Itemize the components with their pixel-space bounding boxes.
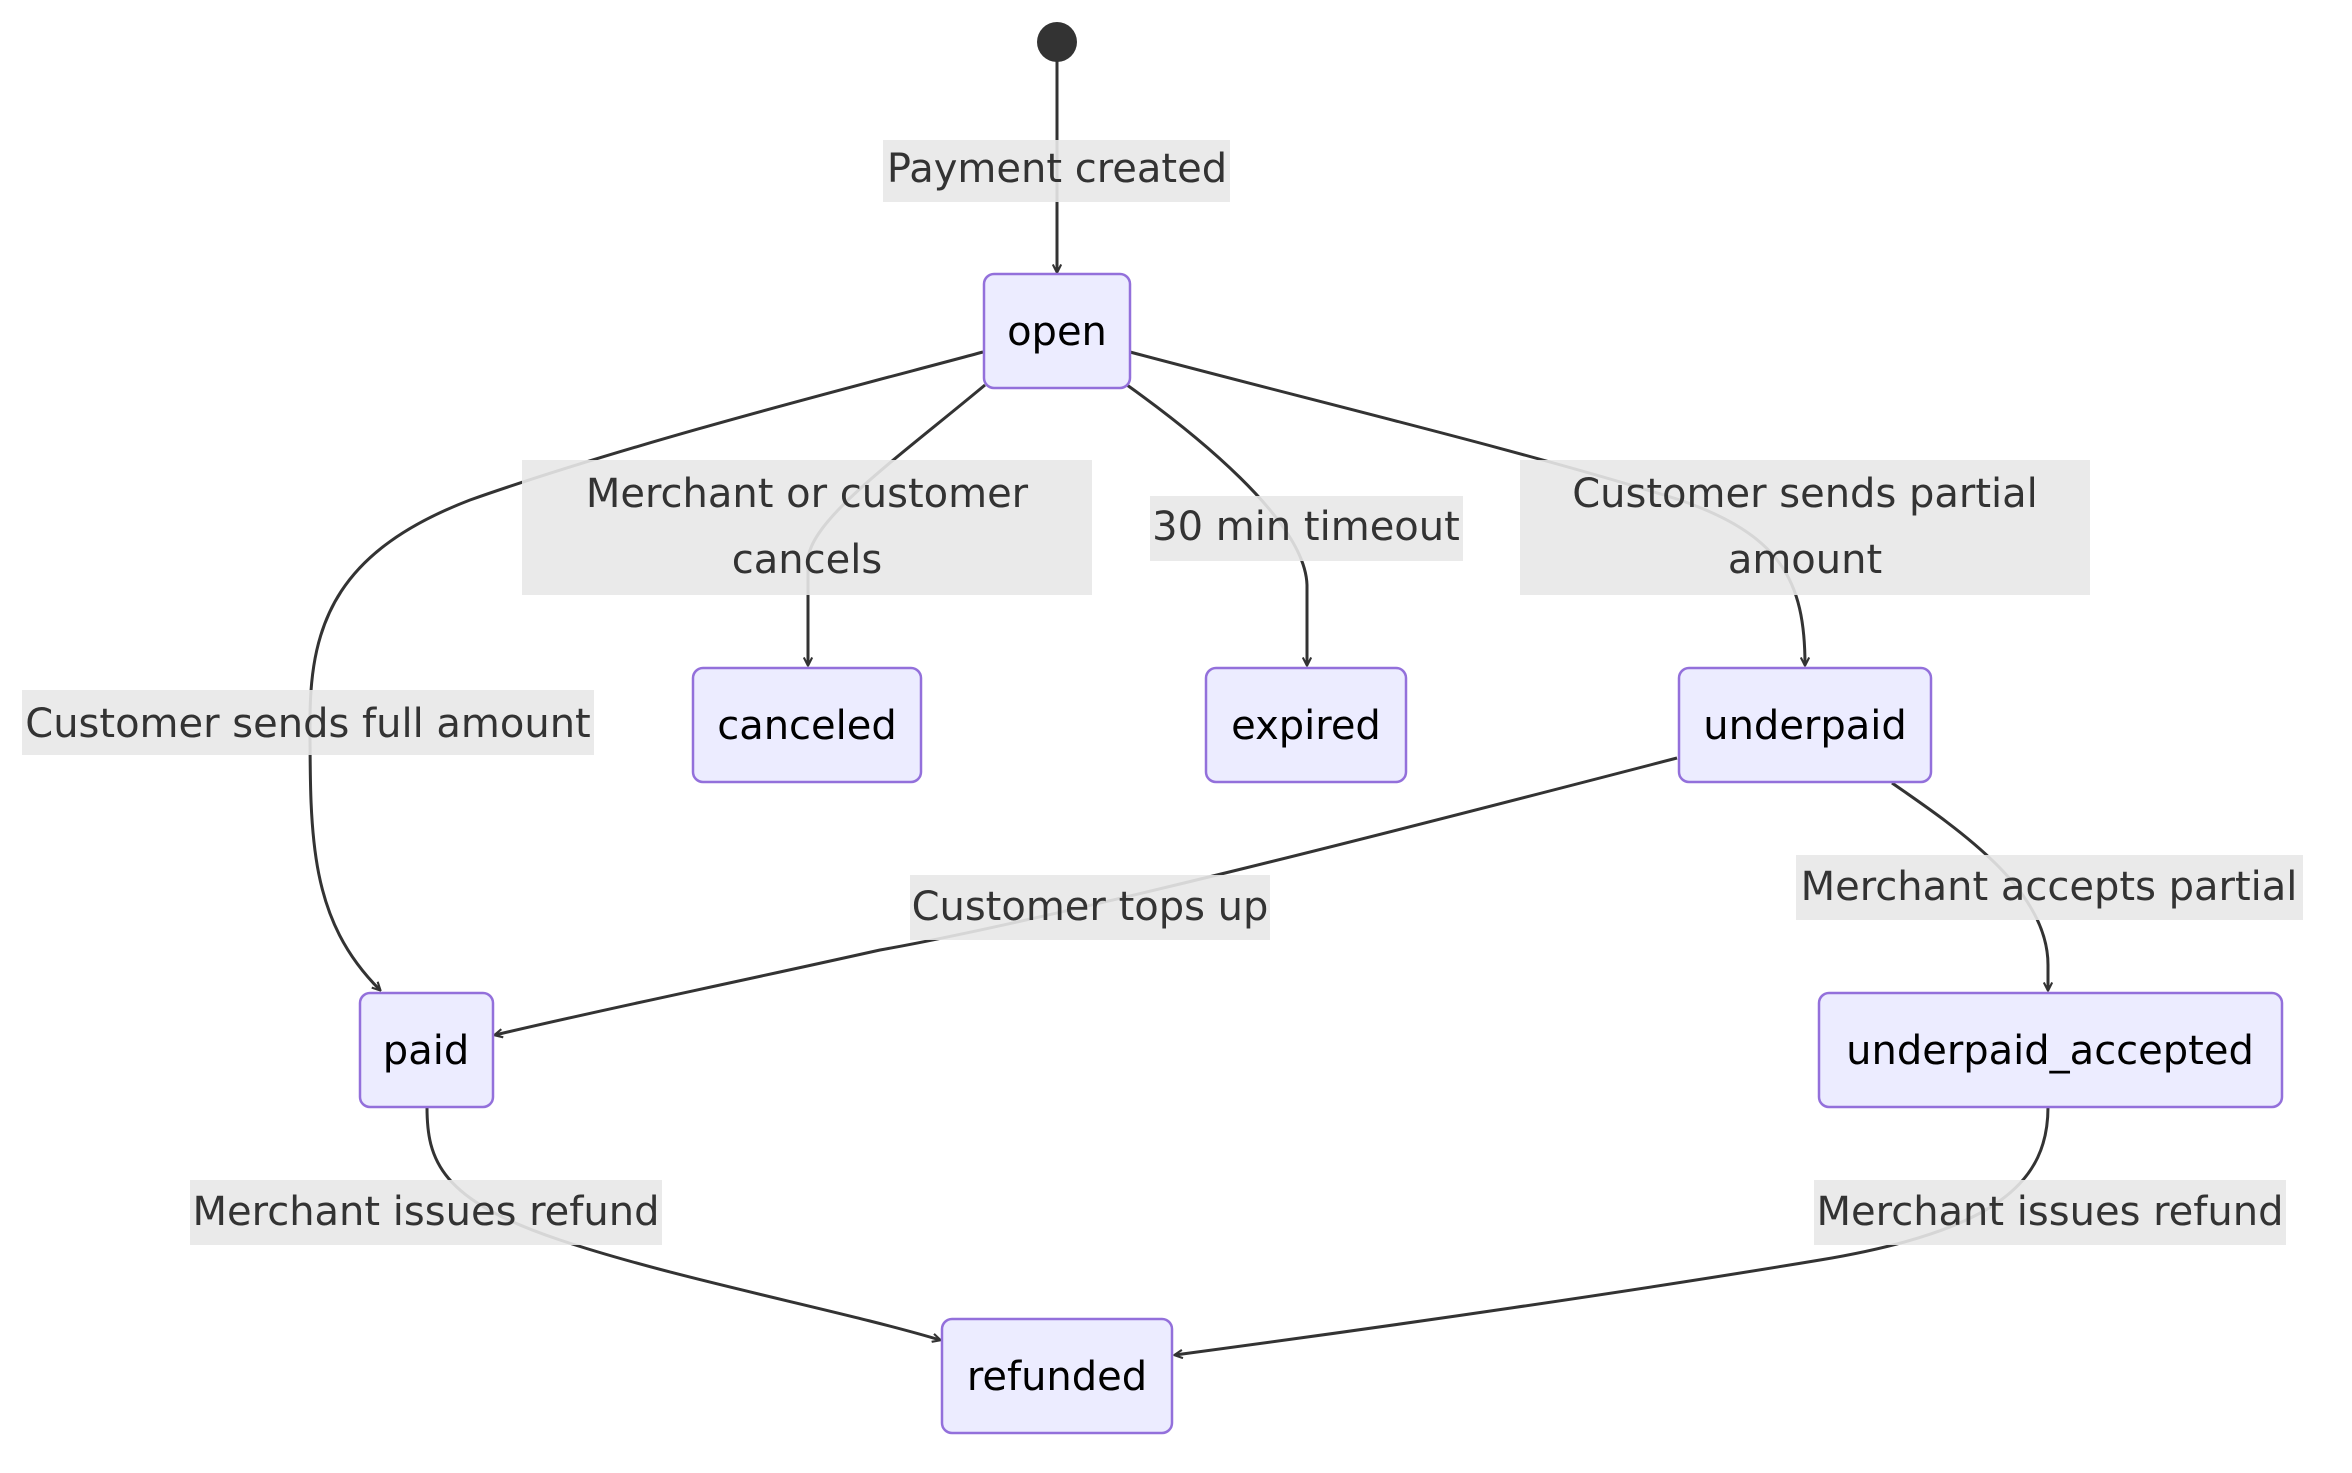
svg-text:underpaid: underpaid (1703, 703, 1907, 749)
label-accepted-merchant-issues-refund: Merchant issues refund (1814, 1180, 2286, 1245)
state-open: open (982, 272, 1132, 390)
label-customer-sends-full-amount: Customer sends full amount (22, 690, 594, 755)
state-underpaid: underpaid (1677, 666, 1933, 784)
state-underpaid-accepted: underpaid_accepted (1817, 991, 2284, 1109)
state-refunded: refunded (940, 1317, 1174, 1435)
svg-text:Customer tops up: Customer tops up (912, 884, 1269, 930)
svg-text:Payment created: Payment created (887, 146, 1227, 192)
svg-text:expired: expired (1231, 703, 1381, 749)
svg-text:30 min timeout: 30 min timeout (1152, 504, 1460, 550)
svg-text:Merchant issues refund: Merchant issues refund (193, 1189, 660, 1235)
state-expired: expired (1204, 666, 1408, 784)
start-state-dot (1037, 22, 1077, 62)
states: open canceled expired underpaid paid und… (358, 272, 2284, 1435)
svg-text:Customer sends full amount: Customer sends full amount (25, 701, 590, 747)
svg-text:Merchant accepts partial: Merchant accepts partial (1801, 864, 2298, 910)
label-payment-created: Payment created (883, 140, 1230, 202)
svg-text:cancels: cancels (732, 537, 882, 583)
label-30-min-timeout: 30 min timeout (1150, 496, 1463, 561)
label-paid-merchant-issues-refund: Merchant issues refund (190, 1180, 662, 1245)
svg-text:Merchant or customer: Merchant or customer (586, 471, 1029, 517)
edge-open-to-expired (1126, 383, 1307, 665)
svg-text:underpaid_accepted: underpaid_accepted (1846, 1028, 2254, 1074)
svg-text:amount: amount (1728, 537, 1882, 583)
svg-text:canceled: canceled (717, 703, 897, 749)
svg-text:Merchant issues refund: Merchant issues refund (1817, 1189, 2284, 1235)
label-merchant-or-customer-cancels: Merchant or customer cancels (522, 460, 1092, 595)
state-canceled: canceled (691, 666, 923, 784)
svg-text:Customer sends partial: Customer sends partial (1572, 471, 2038, 517)
edge-paid-to-refunded (425, 1106, 940, 1340)
svg-text:paid: paid (383, 1028, 469, 1074)
state-paid: paid (358, 991, 495, 1109)
edge-accepted-to-refunded (1175, 1106, 2050, 1355)
svg-text:open: open (1007, 309, 1107, 355)
edge-labels: Payment created Merchant or customer can… (22, 140, 2303, 1245)
label-customer-tops-up: Customer tops up (910, 875, 1270, 940)
edge-open-to-paid (308, 350, 984, 990)
label-customer-sends-partial-amount: Customer sends partial amount (1520, 460, 2090, 595)
svg-text:refunded: refunded (967, 1354, 1147, 1400)
label-merchant-accepts-partial: Merchant accepts partial (1796, 855, 2303, 920)
